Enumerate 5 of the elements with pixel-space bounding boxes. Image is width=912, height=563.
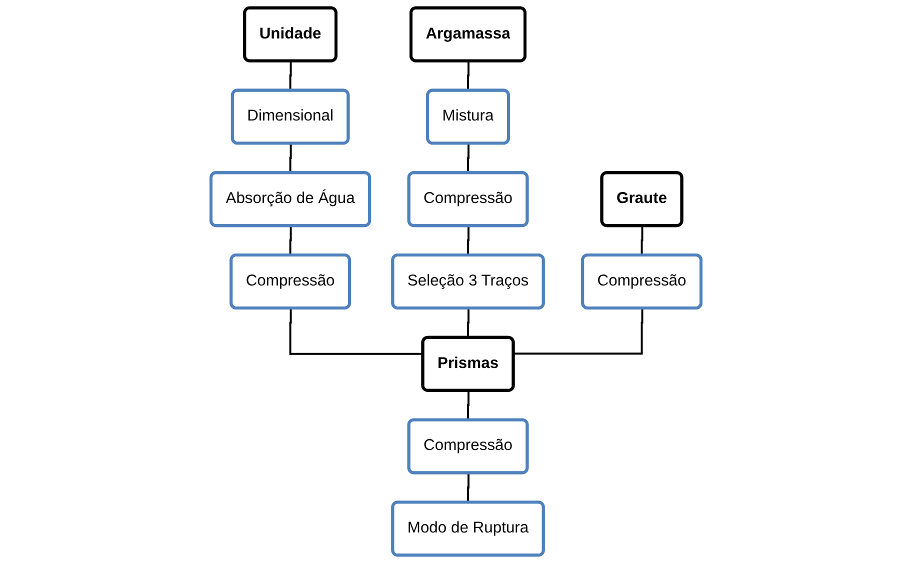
connector xyxy=(289,226,292,256)
connector xyxy=(514,308,644,355)
connector xyxy=(467,226,470,256)
connector xyxy=(289,308,424,355)
connector xyxy=(640,226,644,256)
